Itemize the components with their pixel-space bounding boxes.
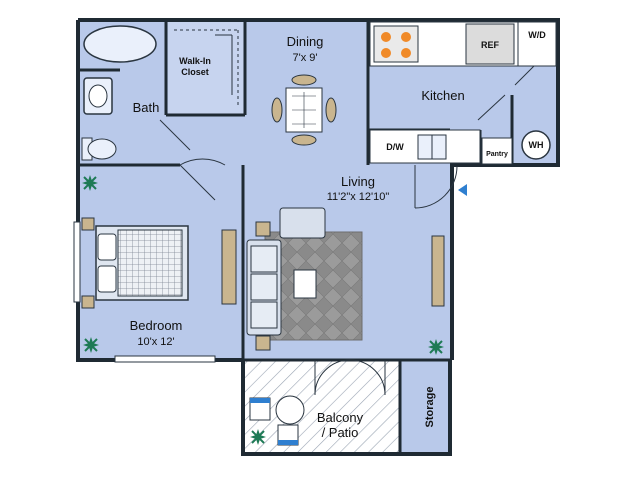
walkin-label-2: Closet xyxy=(181,67,209,77)
bedroom-label: Bedroom xyxy=(130,318,183,333)
coffee-table xyxy=(293,269,317,299)
end-table-top xyxy=(255,221,271,237)
windows xyxy=(73,221,216,363)
living-furniture xyxy=(246,207,445,351)
toilet-bowl xyxy=(87,138,117,160)
kitchen-label: Kitchen xyxy=(421,88,464,103)
bathtub xyxy=(83,25,157,63)
bath-fixtures xyxy=(81,25,157,161)
wd-label: W/D xyxy=(528,30,546,40)
wh-label: WH xyxy=(529,140,544,150)
bath-label: Bath xyxy=(133,100,160,115)
plants xyxy=(82,175,444,445)
washer-dryer xyxy=(517,21,557,67)
balcony-furniture xyxy=(249,395,305,446)
balcony-label-2: / Patio xyxy=(322,425,359,440)
floor-storage xyxy=(400,360,450,454)
pantry-label: Pantry xyxy=(486,151,508,158)
bedroom-size: 10'x 12' xyxy=(137,336,174,348)
dining-size: 7'x 9' xyxy=(293,52,318,64)
plant-icon xyxy=(83,337,99,353)
plant-icon xyxy=(250,429,266,445)
living-size: 11'2"x 12'10" xyxy=(327,191,390,203)
dresser xyxy=(221,229,237,305)
pantry xyxy=(481,137,513,165)
closet-shelves xyxy=(174,29,239,108)
labels: Dining 7'x 9' Kitchen Walk-In Closet Bat… xyxy=(130,30,547,440)
bedroom-furniture xyxy=(81,217,237,309)
balcony-label-1: Balcony xyxy=(317,410,364,425)
entry-marker-icon xyxy=(458,184,467,196)
armchair xyxy=(279,207,326,239)
living-label: Living xyxy=(341,174,375,189)
dining-table xyxy=(271,74,337,146)
water-heater xyxy=(521,130,551,160)
tv-console xyxy=(431,235,445,307)
walkin-label-1: Walk-In xyxy=(179,56,211,66)
nightstand-bottom xyxy=(81,295,95,309)
stove xyxy=(373,25,419,63)
end-table-bottom xyxy=(255,335,271,351)
refrigerator xyxy=(465,23,515,65)
nightstand-top xyxy=(81,217,95,231)
floor-walkin xyxy=(168,22,246,114)
patio-table xyxy=(275,395,305,425)
kitchen-fixtures xyxy=(369,21,557,165)
dw-label: D/W xyxy=(386,142,404,152)
doors xyxy=(159,34,536,396)
ref-label: REF xyxy=(481,40,500,50)
plant-icon xyxy=(82,175,98,191)
plant-icon xyxy=(428,339,444,355)
dining-label: Dining xyxy=(287,34,324,49)
storage-label: Storage xyxy=(424,387,436,428)
